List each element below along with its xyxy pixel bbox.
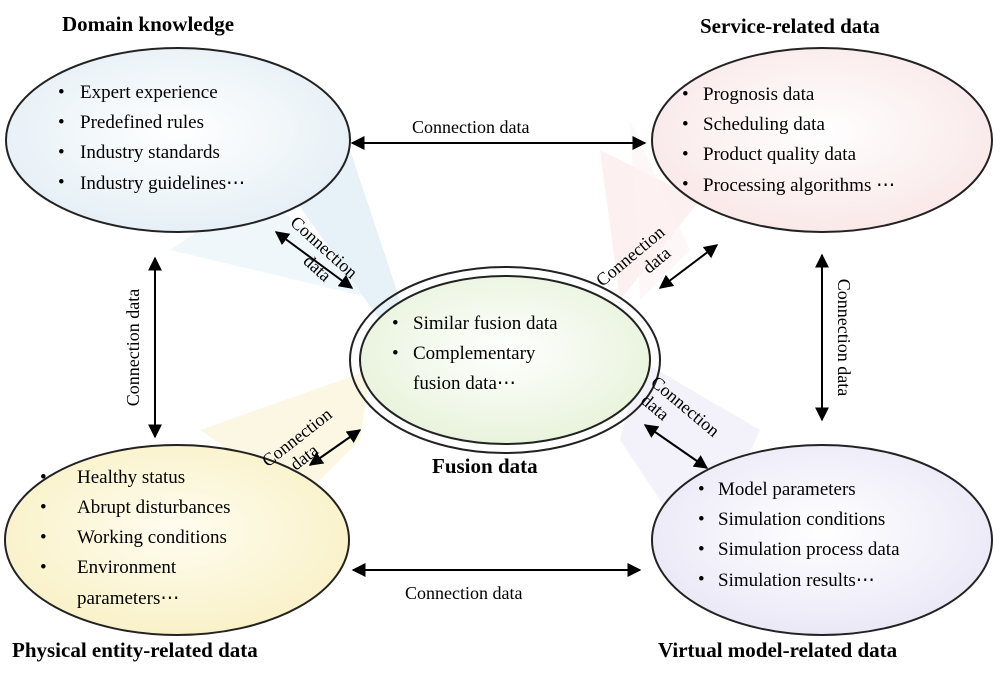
service-title: Service-related data <box>700 14 880 38</box>
domain-bullet: • <box>58 82 65 103</box>
service-item: Scheduling data <box>703 114 825 135</box>
fusion-bullet: • <box>392 343 399 364</box>
physical-item: Abrupt disturbances <box>77 497 231 518</box>
arrow-diag-top-right <box>658 244 719 289</box>
fusion-bullet: • <box>392 313 399 334</box>
domain-item: Industry guidelines⋯ <box>80 173 246 194</box>
domain-item: Predefined rules <box>80 112 204 133</box>
physical-item: Healthy status <box>77 467 186 488</box>
arrow-diag-top-left <box>274 231 354 289</box>
virtual-item: Model parameters <box>718 479 856 500</box>
domain-title: Domain knowledge <box>62 12 235 36</box>
physical-bullet: • <box>40 467 47 488</box>
virtual-bullet: • <box>698 479 705 500</box>
virtual-bullet: • <box>698 569 705 590</box>
wedge-physical <box>200 370 370 500</box>
domain-item: Industry standards <box>80 142 220 163</box>
domain-ellipse <box>5 47 351 233</box>
arrow-diag-bottom-left <box>308 429 362 466</box>
virtual-item: Simulation process data <box>718 539 900 560</box>
connection-label-bottom: Connection data <box>405 583 523 603</box>
service-item: Product quality data <box>703 144 857 165</box>
virtual-bullet: • <box>698 539 705 560</box>
service-item: Prognosis data <box>703 84 815 105</box>
fusion-title: Fusion data <box>432 454 538 478</box>
virtual-item: Simulation results⋯ <box>718 570 875 591</box>
domain-bullet: • <box>58 172 65 193</box>
fusion-item: fusion data⋯ <box>413 373 516 394</box>
service-bullet: • <box>682 84 689 105</box>
connection-label-right: Connection data <box>834 278 855 397</box>
virtual-ellipse <box>651 444 993 636</box>
arrow-diag-bottom-right <box>643 424 709 469</box>
domain-bullet: • <box>58 112 65 133</box>
physical-ellipse <box>4 444 350 636</box>
service-bullet: • <box>682 114 689 135</box>
service-item: Processing algorithms ⋯ <box>703 175 896 196</box>
physical-bullet: • <box>40 557 47 578</box>
virtual-bullet: • <box>698 509 705 530</box>
fusion-item: Complementary <box>413 343 536 364</box>
service-bullet: • <box>682 144 689 165</box>
fusion-ellipse-inner <box>359 275 651 445</box>
physical-title: Physical entity-related data <box>12 638 258 662</box>
physical-item: parameters⋯ <box>77 588 180 609</box>
connection-label-left: Connection data <box>123 288 144 407</box>
domain-item: Expert experience <box>80 82 218 103</box>
connection-label-top: Connection data <box>412 117 530 137</box>
domain-bullet: • <box>58 142 65 163</box>
physical-bullet: • <box>40 527 47 548</box>
fusion-item: Similar fusion data <box>413 313 558 334</box>
service-bullet: • <box>682 174 689 195</box>
physical-bullet: • <box>40 497 47 518</box>
physical-item: Environment <box>77 557 177 578</box>
fusion-ellipse-outer <box>349 266 661 454</box>
virtual-title: Virtual model-related data <box>658 638 898 662</box>
service-ellipse <box>651 47 993 233</box>
virtual-item: Simulation conditions <box>718 509 886 530</box>
physical-item: Working conditions <box>77 527 227 548</box>
